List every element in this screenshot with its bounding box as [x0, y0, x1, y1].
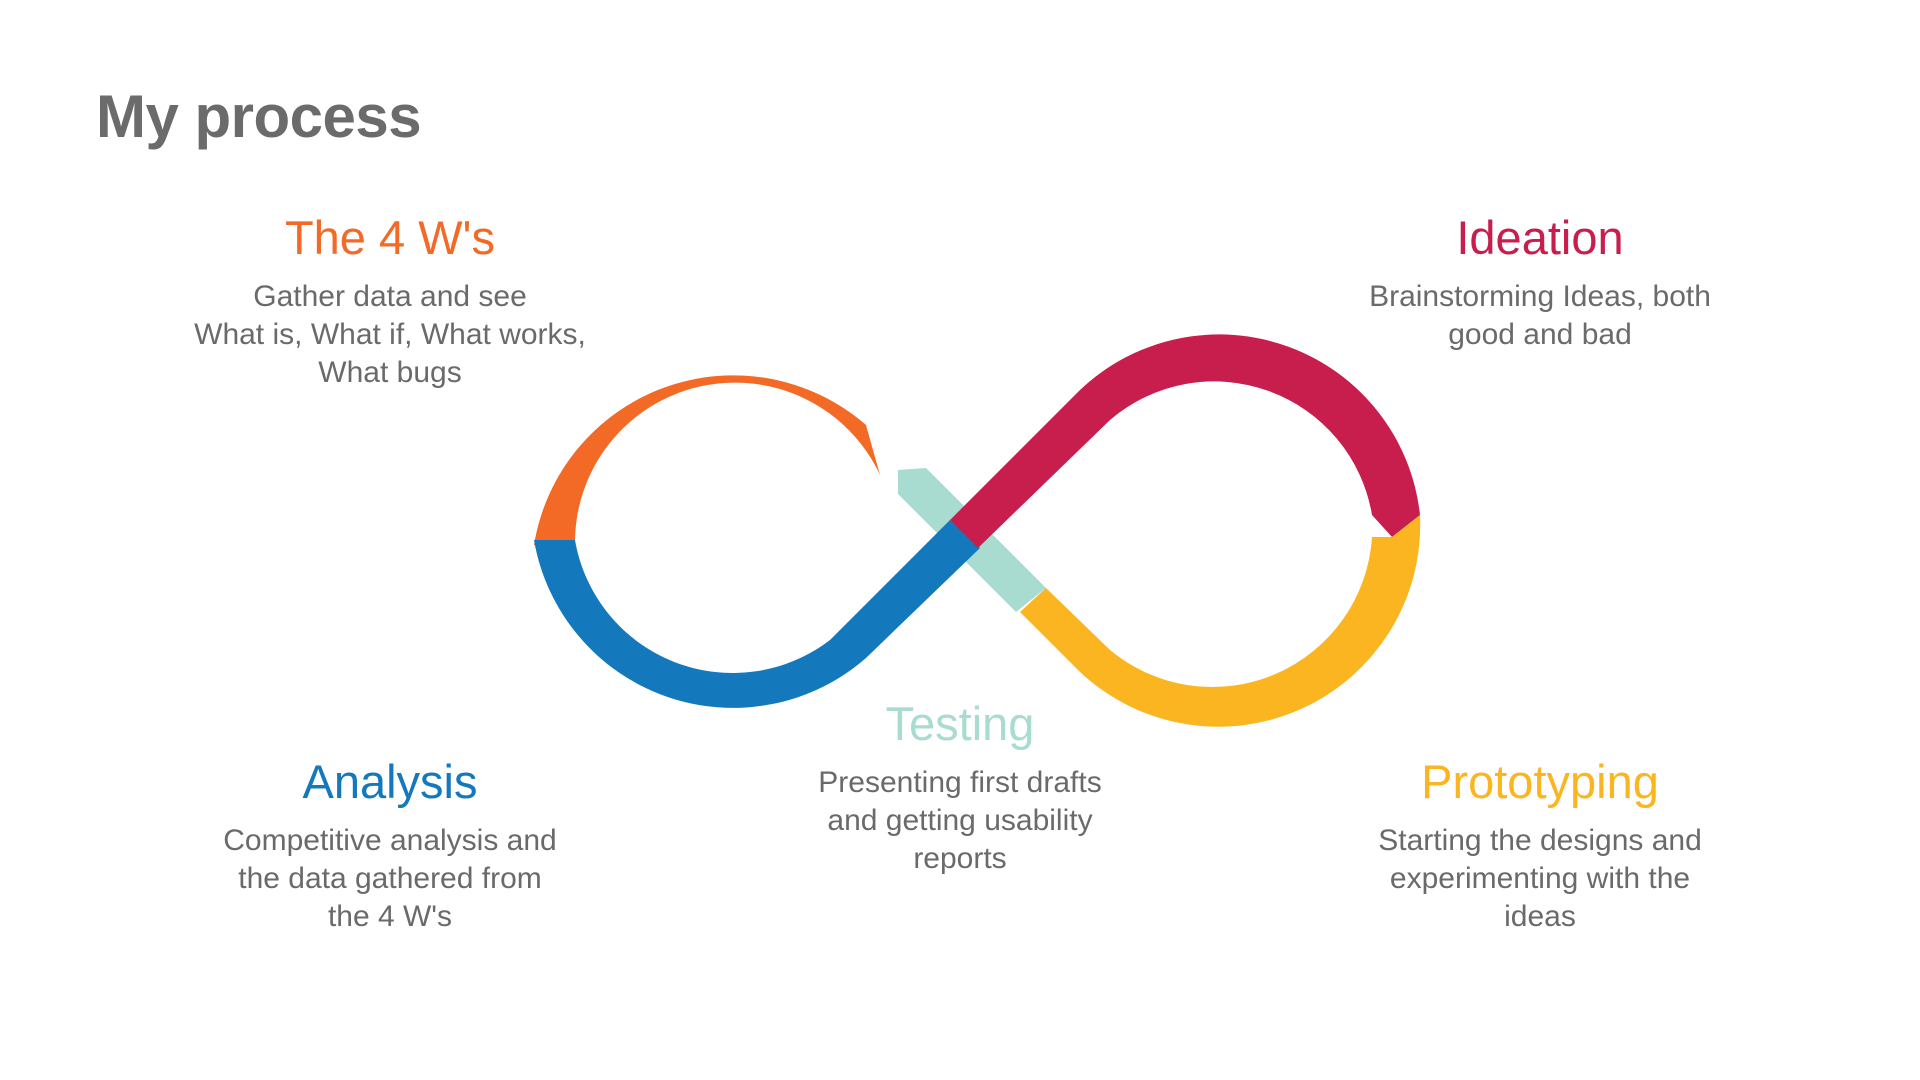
analysis-segment: [534, 520, 980, 708]
stage-analysis: Analysis Competitive analysis and the da…: [190, 756, 590, 936]
stage-heading-analysis: Analysis: [302, 755, 478, 808]
stage-description-analysis: Competitive analysis and the data gather…: [223, 823, 557, 933]
stage-heading-testing: Testing: [885, 697, 1035, 750]
stage-heading-ideation: Ideation: [1456, 211, 1624, 264]
stage-description-prototyping: Starting the designs and experimenting w…: [1378, 823, 1702, 933]
ideation-segment: [950, 334, 1420, 548]
stage-heading-four-ws: The 4 W's: [284, 211, 496, 264]
stage-description-testing: Presenting first drafts and getting usab…: [818, 765, 1102, 875]
stage-heading-prototyping: Prototyping: [1421, 755, 1659, 808]
stage-description-ideation: Brainstorming Ideas, both good and bad: [1369, 279, 1711, 351]
stage-ideation: Ideation Brainstorming Ideas, both good …: [1320, 212, 1760, 354]
stage-prototyping: Prototyping Starting the designs and exp…: [1340, 756, 1740, 936]
four-ws-segment: [534, 375, 880, 545]
stage-testing: Testing Presenting first drafts and gett…: [770, 698, 1150, 878]
stage-description-four-ws: Gather data and see What is, What if, Wh…: [194, 279, 586, 389]
stage-four-ws: The 4 W's Gather data and see What is, W…: [160, 212, 620, 392]
page-title: My process: [96, 83, 422, 150]
prototyping-segment: [1020, 515, 1421, 727]
